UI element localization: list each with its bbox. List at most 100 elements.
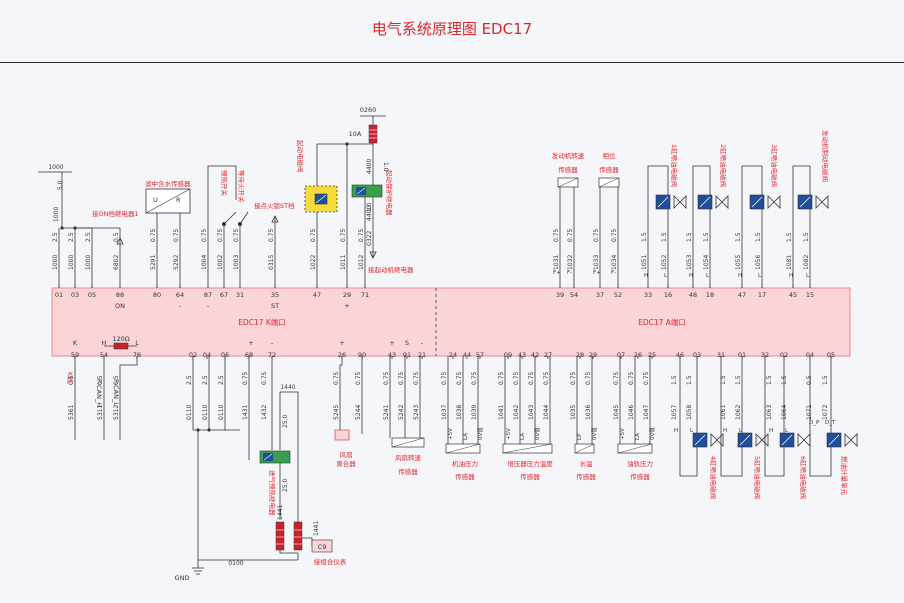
coolant-label-b: 传感器 (576, 472, 596, 481)
injector-5-label: 5缸喷油电磁阀 (753, 456, 762, 499)
preheat-switch-label: 预热开关 (220, 170, 229, 197)
wire-number: 1051 (641, 255, 648, 270)
wire-size: 0.75 (471, 371, 478, 385)
bottom-pin-number: 68 (245, 351, 253, 359)
water-sensor-label: 滤中含水传感器 (145, 179, 191, 188)
bottom-pin-mark: K (73, 339, 78, 347)
top-pin-number: 17 (758, 291, 766, 299)
injector-wire-loop (741, 165, 763, 288)
bottom-pin-number: 05 (827, 351, 835, 359)
boost-label-b: 传感器 (520, 472, 540, 481)
fan-speed-sensor (389, 356, 425, 448)
top-pin-mark: + (344, 302, 349, 310)
boost-label-a: 增压器压力温度 (507, 459, 553, 468)
k-line-label: K线 (66, 372, 75, 383)
wire-size: 0.5 (113, 375, 120, 385)
arrow-icon (369, 251, 377, 259)
bottom-pin-mark: - (271, 339, 274, 347)
coil-diagonal (751, 196, 763, 208)
wire-number: 1053 (686, 255, 693, 270)
pin-mark: F+ (553, 270, 561, 276)
wire-number: 5291 (150, 255, 157, 270)
wire-number: 0315 (268, 255, 275, 270)
starter-relay-label: 接起动机继电器 (368, 265, 414, 274)
wire-number: 1045 (613, 405, 620, 420)
pin-mark: 0V值 (648, 427, 656, 440)
coil-diagonal (828, 434, 840, 446)
valve-icon (710, 433, 724, 447)
bottom-pin-mark: S (405, 339, 409, 347)
wire-size: 0.5 (113, 232, 120, 242)
wire-size: 0.75 (570, 371, 577, 385)
top-pin-number: 15 (806, 291, 814, 299)
bottom-sensors (445, 356, 653, 454)
bottom-pin-number: 27 (544, 351, 552, 359)
pin-mark: L (806, 273, 810, 279)
bottom-pin-number: 43 (518, 351, 526, 359)
wire-number: 1058 (686, 405, 693, 420)
relay-wire-label: 1440 (280, 384, 295, 391)
injector-2-label: 2缸喷油电磁阀 (719, 144, 728, 187)
wire-size: 0.75 (201, 228, 208, 242)
pin-mark: +5V (448, 428, 454, 440)
top-pin-number: 87 (204, 291, 212, 299)
valve-icon (715, 195, 729, 209)
top-pin-number: 01 (55, 291, 63, 299)
bottom-pin-number: 31 (717, 351, 725, 359)
lamp-switch-label: 等待火开关 (237, 170, 246, 203)
wire-size: 25.0 (282, 414, 289, 428)
pin-mark: D_T (825, 420, 836, 426)
speed-sensor-label: 发动机转速 (552, 151, 585, 160)
wire-number: 1043 (528, 405, 535, 420)
wire-size: 0.75 (150, 228, 157, 242)
pin-mark: H (769, 428, 773, 434)
start-solenoid-valve (304, 143, 347, 288)
ecu-bottom-wires: 0.553610.553110.553122.501102.501102.501… (68, 371, 829, 420)
bottom-pin-mark: H (102, 339, 107, 347)
grid-heater-label: 进气预热继电器 (268, 470, 277, 516)
pin-mark: H (689, 273, 693, 279)
wire-size: 0.75 (498, 371, 505, 385)
wire-size: 1.5 (803, 232, 810, 242)
wire-number: 1038 (456, 405, 463, 420)
wire-size: 2.5 (85, 232, 92, 242)
wire-number: 1052 (661, 255, 668, 270)
wire-size: 1.5 (661, 232, 668, 242)
wire-number: 1003 (233, 255, 240, 270)
wire-number: 1000 (85, 255, 92, 270)
wire-size: 0.75 (398, 371, 405, 385)
coil-diagonal (799, 196, 811, 208)
injector-wire-loop (679, 356, 698, 477)
wire-size: 0.75 (242, 371, 249, 385)
fan-speed-label-a: 风扇转速 (395, 453, 422, 462)
bottom-pin-number: 07 (617, 351, 625, 359)
top-pin-number: 45 (789, 291, 797, 299)
rail-label-a: 油轨压力 (627, 459, 653, 468)
wire-number: 1056 (755, 255, 762, 270)
wire-size: 2.5 (52, 232, 59, 242)
title-underline (0, 62, 904, 63)
wire-size: 0.75 (310, 228, 317, 242)
bottom-pin-number: 24 (449, 351, 457, 359)
wire-label: 1441 (277, 505, 284, 520)
pin-mark: L (706, 273, 710, 279)
wire-label: 0322 (366, 231, 373, 246)
top-pin-number: 37 (596, 291, 604, 299)
valve-icon (673, 195, 687, 209)
coolant-label-a: 水温 (580, 459, 594, 468)
bottom-pin-number: 90 (358, 351, 366, 359)
sensor-diagonal (502, 443, 553, 454)
bottom-pin-number: 29 (589, 351, 597, 359)
top-pin-number: 31 (236, 291, 244, 299)
page-title: 电气系统原理图 EDC17 (371, 20, 533, 38)
ecu-a-port-label: EDC17 A端口 (638, 317, 686, 327)
pin-mark: +5V (506, 428, 512, 440)
wire-size: 0.75 (355, 371, 362, 385)
wire-size: 1.5 (735, 232, 742, 242)
wire-size: 1.0 (366, 202, 373, 212)
wire-number: 1002 (217, 255, 224, 270)
pin-mark: LP (577, 433, 583, 440)
wire-size: 0.75 (340, 228, 347, 242)
wire-size: 2.5 (202, 375, 209, 385)
wire-size: 0.75 (173, 228, 180, 242)
